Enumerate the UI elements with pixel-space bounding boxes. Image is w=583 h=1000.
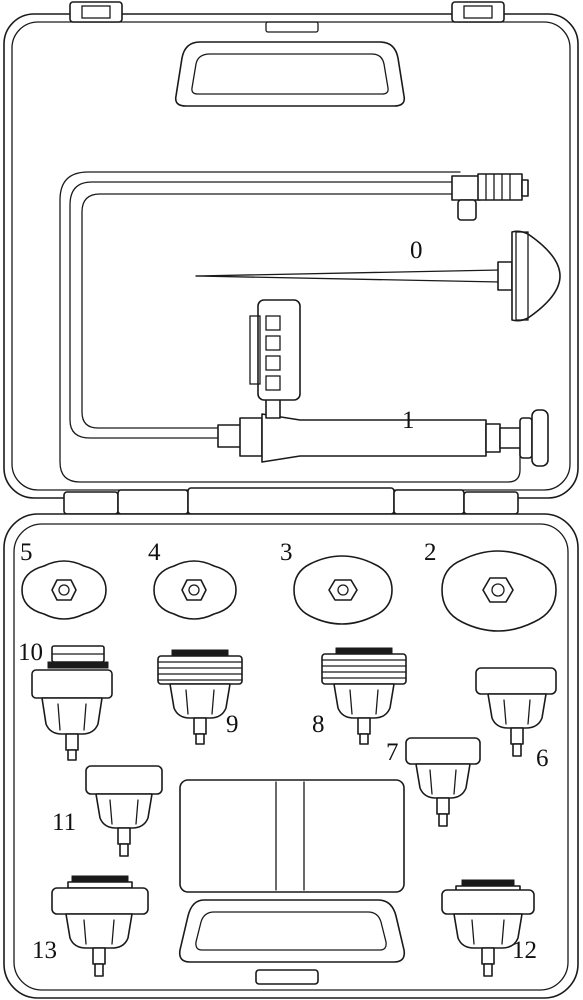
cap-adapter-3: 3: [280, 539, 393, 625]
case-lid: [3, 1, 579, 499]
lid-latch-right: [451, 1, 505, 23]
label-part-6: 6: [536, 745, 549, 772]
lid-handle: [174, 41, 406, 107]
cap-adapter-5: 5: [20, 539, 107, 620]
label-part-2: 2: [424, 539, 437, 566]
label-part-3: 3: [280, 539, 293, 566]
storage-compartment: [179, 779, 405, 893]
label-part-4: 4: [148, 539, 161, 566]
label-part-9: 9: [226, 711, 239, 738]
label-part-13: 13: [32, 937, 57, 964]
case-hinge: [63, 487, 519, 515]
lid-name-plate: [265, 21, 319, 33]
label-part-7: 7: [386, 739, 399, 766]
hose-quick-coupler: [451, 173, 529, 221]
adapter-6: 6: [475, 667, 557, 772]
label-part-11: 11: [52, 809, 76, 836]
adapter-9: 9: [157, 649, 243, 745]
cap-adapter-2: 2: [424, 539, 557, 632]
probe-thermometer: 0: [195, 230, 561, 322]
label-part-12: 12: [512, 937, 537, 964]
adapter-13: 13: [32, 875, 149, 977]
base-name-plate: [255, 969, 319, 985]
base-handle: [178, 899, 406, 963]
pressure-gauge: [249, 299, 301, 401]
pressure-pump: [217, 397, 549, 467]
adapter-8: 8: [312, 647, 407, 745]
adapter-7: 7: [386, 737, 481, 827]
lid-latch-left: [69, 1, 123, 23]
adapter-12: 12: [441, 879, 537, 977]
label-part-1: 1: [402, 407, 415, 434]
pump-assembly: 1: [69, 173, 549, 467]
adapter-11: 11: [52, 765, 163, 857]
label-part-0: 0: [410, 237, 423, 264]
adapter-10: 10: [18, 639, 113, 761]
label-part-10: 10: [18, 639, 43, 666]
cap-adapter-4: 4: [148, 539, 237, 620]
label-part-5: 5: [20, 539, 33, 566]
case-base: [3, 513, 579, 999]
label-part-8: 8: [312, 711, 325, 738]
